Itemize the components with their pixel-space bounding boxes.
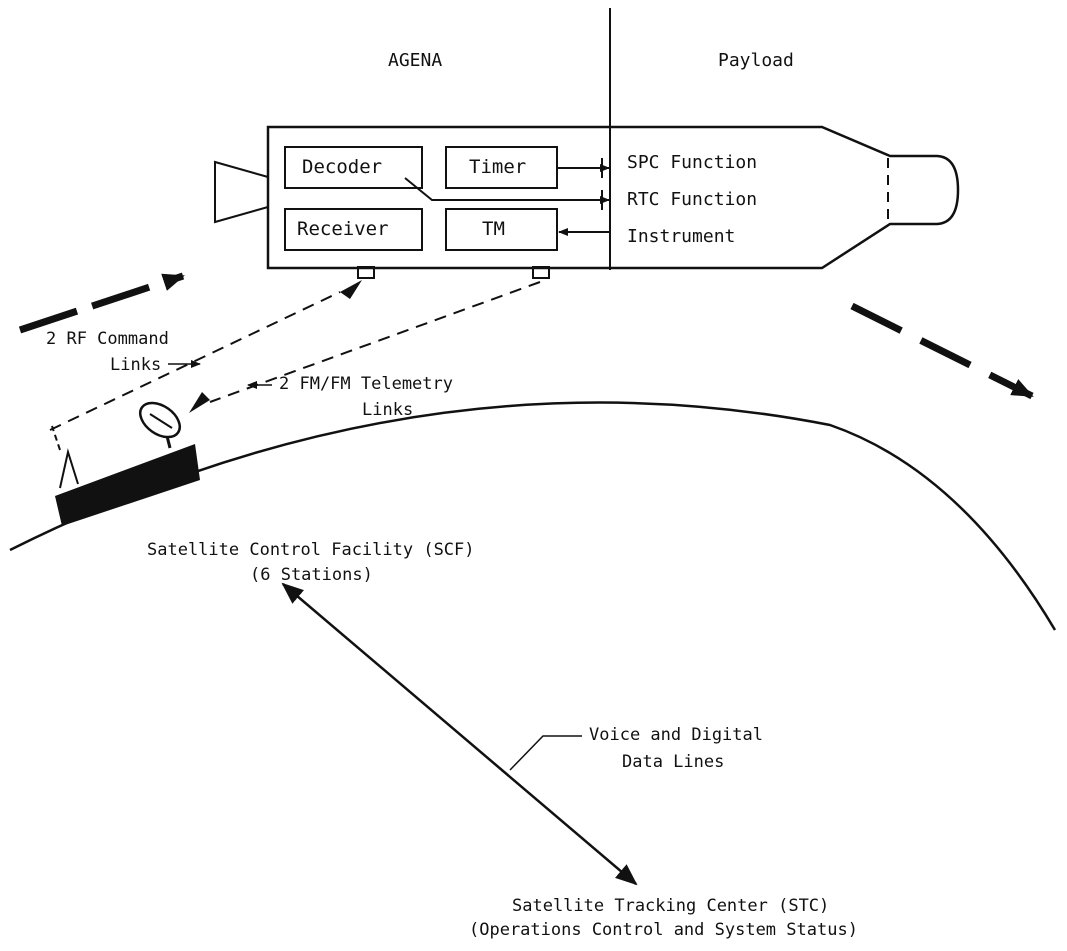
ground-station-base <box>55 444 200 526</box>
receiver-label: Receiver <box>297 218 389 240</box>
telemetry-label-2: Links <box>362 400 413 420</box>
timer-label: Timer <box>469 156 526 178</box>
antenna-left <box>357 266 375 279</box>
earth-horizon <box>9 401 1057 631</box>
instrument-label: Instrument <box>627 226 735 247</box>
decoder-module: Decoder <box>284 146 423 189</box>
decoder-label: Decoder <box>302 156 382 178</box>
decoder-to-rtc-arrow <box>404 177 610 204</box>
spc-function-label: SPC Function <box>627 152 757 173</box>
telemetry-link-head <box>189 392 210 413</box>
antenna-right <box>532 266 550 279</box>
ground-station <box>51 401 200 526</box>
stc-label-1: Satellite Tracking Center (STC) <box>512 896 829 916</box>
engine-nozzle <box>214 160 269 224</box>
rf-command-link-head <box>340 280 362 299</box>
stc-label-2: (Operations Control and System Status) <box>469 920 858 940</box>
antenna-mast <box>59 448 79 489</box>
vehicle-body <box>266 125 960 270</box>
receiver-module: Receiver <box>284 208 423 251</box>
voice-data-link <box>281 582 638 886</box>
timer-module: Timer <box>445 146 558 189</box>
tm-module: TM <box>445 208 558 251</box>
voice-data-leader <box>509 735 582 771</box>
tm-label: TM <box>482 218 505 240</box>
orbit-arrow-left <box>18 272 185 334</box>
rtc-function-label: RTC Function <box>627 189 757 210</box>
scf-label-1: Satellite Control Facility (SCF) <box>147 540 475 560</box>
payload-label: Payload <box>718 50 794 71</box>
antenna-mast-top <box>51 425 61 451</box>
vehicle <box>214 125 960 279</box>
orbit-arrow-right <box>850 302 1034 400</box>
telemetry-label-1: 2 FM/FM Telemetry <box>279 374 453 394</box>
rf-command-label-2: Links <box>110 355 161 375</box>
rf-command-label-1: 2 RF Command <box>46 329 169 349</box>
agena-label: AGENA <box>388 50 442 71</box>
dish-feed <box>149 413 173 429</box>
rf-command-link-dashed <box>49 291 341 431</box>
scf-label-2: (6 Stations) <box>250 565 373 585</box>
voice-data-label-1: Voice and Digital <box>589 725 763 745</box>
voice-data-label-2: Data Lines <box>622 752 724 772</box>
